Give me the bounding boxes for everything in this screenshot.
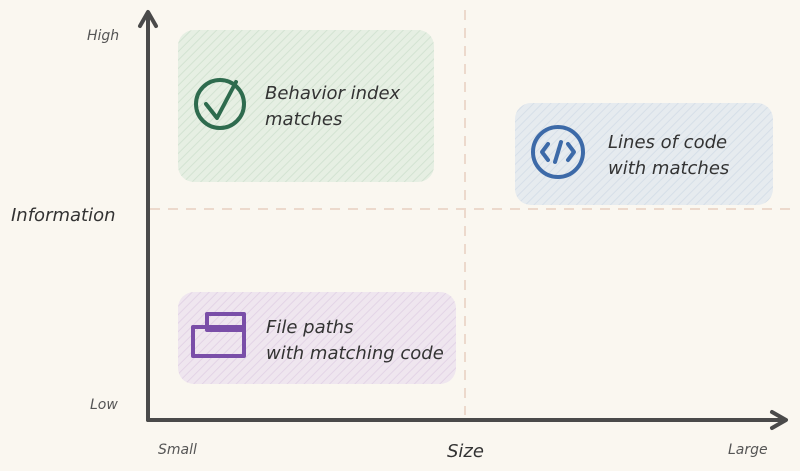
lines-of-code-label: Lines of code with matches — [608, 130, 729, 182]
code-icon — [531, 125, 585, 179]
quadrant-box-lines — [515, 103, 773, 205]
y-axis-title: Information — [11, 205, 116, 226]
lines-of-code-line1: Lines of code — [608, 132, 728, 153]
y-axis — [138, 10, 158, 422]
folder-icon — [191, 312, 246, 358]
file-paths-label: File paths with matching code — [266, 315, 444, 367]
file-paths-line1: File paths — [266, 317, 354, 338]
check-circle-icon — [194, 78, 246, 130]
x-axis-title: Size — [447, 441, 484, 462]
behavior-index-label: Behavior index matches — [265, 81, 400, 133]
quadrant-box-behavior — [178, 30, 434, 182]
quadrant-box-files — [178, 292, 456, 384]
x-large-label: Large — [728, 442, 768, 458]
y-high-label: High — [87, 28, 120, 44]
y-low-label: Low — [90, 397, 118, 413]
x-axis — [146, 410, 788, 430]
behavior-index-line2: matches — [265, 109, 343, 130]
behavior-index-line1: Behavior index — [265, 83, 401, 104]
x-small-label: Small — [158, 442, 197, 458]
lines-of-code-line2: with matches — [608, 158, 730, 179]
file-paths-line2: with matching code — [266, 343, 444, 364]
